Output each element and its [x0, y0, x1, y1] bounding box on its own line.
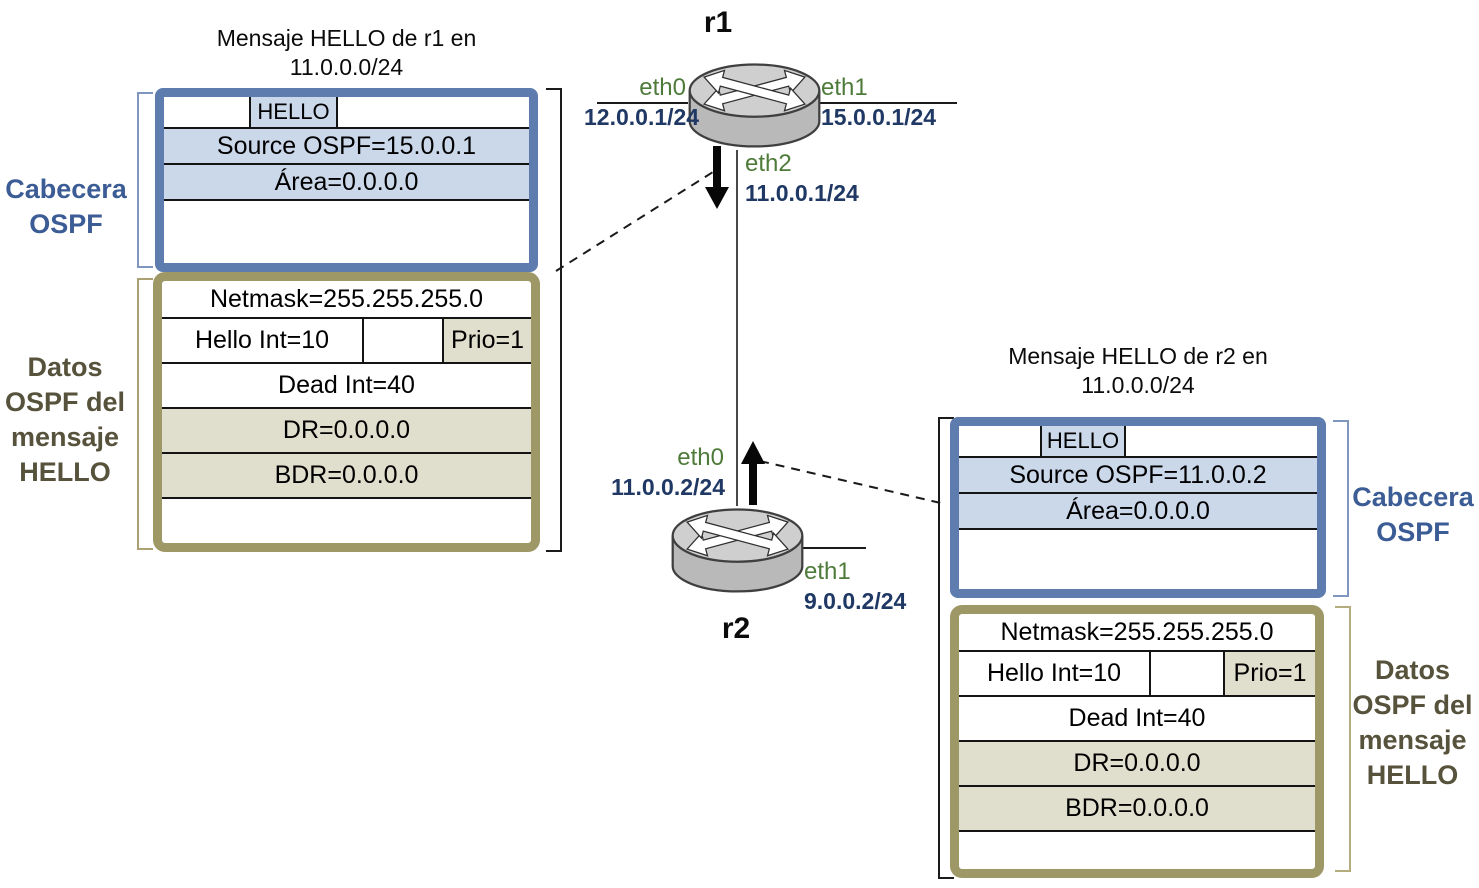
left-cabecera-label: Cabecera OSPF — [5, 174, 127, 240]
router-r1-icon — [688, 63, 821, 148]
router-r2-label: r2 — [721, 612, 751, 645]
right-message-bracket — [938, 417, 954, 879]
left-bdr-row: BDR=0.0.0.0 — [162, 452, 531, 497]
right-body-empty-row — [959, 830, 1315, 869]
right-message-title-line2: 11.0.0.0/24 — [1081, 371, 1195, 398]
right-bdr-row: BDR=0.0.0.0 — [959, 785, 1315, 830]
r1-eth2-label: eth2 — [745, 150, 792, 177]
callout-dashed-right — [759, 460, 946, 505]
left-hello-type-row: HELLO — [164, 97, 529, 127]
left-ospf-header-table: HELLO Source OSPF=15.0.0.1 Área=0.0.0.0 — [155, 88, 538, 272]
right-ospf-header-table: HELLO Source OSPF=11.0.0.2 Área=0.0.0.0 — [950, 417, 1326, 598]
right-hello-int-cell: Hello Int=10 — [986, 659, 1122, 687]
right-netmask-row: Netmask=255.255.255.0 — [1000, 617, 1274, 646]
r1-eth1-ip-label: 15.0.0.1/24 — [821, 104, 937, 130]
right-hello-int-row: Hello Int=10 Prio=1 — [959, 650, 1315, 695]
left-area-row: Área=0.0.0.0 — [164, 163, 529, 199]
left-source-ospf-row: Source OSPF=15.0.0.1 — [164, 127, 529, 163]
right-datos-label: Datos OSPF del mensaje HELLO — [1352, 655, 1473, 791]
left-body-bracket — [137, 278, 153, 550]
right-message-title-line1: Mensaje HELLO de r2 en — [1008, 343, 1268, 369]
right-message-title: Mensaje HELLO de r2 en 11.0.0.0/24 — [950, 342, 1326, 400]
right-header-empty-row — [959, 528, 1317, 589]
r2-eth1-label: eth1 — [804, 558, 851, 585]
left-datos-label: Datos OSPF del mensaje HELLO — [4, 352, 126, 488]
left-hello-int-cell: Hello Int=10 — [194, 326, 330, 354]
router-r2-icon — [671, 508, 804, 593]
left-message-title: Mensaje HELLO de r1 en 11.0.0.0/24 — [155, 24, 538, 82]
left-dead-int-row: Dead Int=40 — [162, 362, 531, 407]
r2-eth0-label: eth0 — [677, 444, 724, 471]
left-header-bracket — [137, 92, 153, 268]
r2-hello-arrow — [741, 441, 765, 505]
router-r1-label: r1 — [703, 6, 733, 39]
r2-eth1-ip-label: 9.0.0.2/24 — [804, 588, 907, 614]
right-ospf-data-table: Netmask=255.255.255.0 Hello Int=10 Prio=… — [950, 605, 1324, 878]
left-message-title-line2: 11.0.0.0/24 — [289, 53, 404, 80]
right-body-bracket — [1335, 606, 1351, 872]
left-prio-cell: Prio=1 — [444, 319, 531, 362]
left-hello-type-cell: HELLO — [249, 97, 338, 127]
right-source-ospf-row: Source OSPF=11.0.0.2 — [959, 456, 1317, 492]
r1-eth1-label: eth1 — [821, 74, 868, 101]
right-dr-row: DR=0.0.0.0 — [959, 740, 1315, 785]
left-message-title-line1: Mensaje HELLO de r1 en — [216, 25, 477, 51]
right-dead-int-row: Dead Int=40 — [959, 695, 1315, 740]
r1-eth2-ip-label: 11.0.0.1/24 — [745, 180, 859, 206]
r1-hello-arrow — [705, 146, 729, 209]
left-header-empty-row — [164, 199, 529, 263]
right-hello-type-row: HELLO — [959, 426, 1317, 456]
left-hello-int-row: Hello Int=10 Prio=1 — [162, 317, 531, 362]
right-hello-type-cell: HELLO — [1040, 426, 1126, 456]
left-dr-row: DR=0.0.0.0 — [162, 407, 531, 452]
right-reserved-cell — [1149, 652, 1225, 695]
right-prio-cell: Prio=1 — [1225, 652, 1315, 695]
left-netmask-row: Netmask=255.255.255.0 — [209, 284, 484, 313]
right-header-bracket — [1333, 420, 1349, 597]
r2-eth0-ip-label: 11.0.0.2/24 — [611, 474, 725, 500]
left-message-bracket — [546, 88, 562, 552]
r1-eth0-label: eth0 — [639, 74, 686, 101]
left-reserved-cell — [362, 319, 444, 362]
left-ospf-data-table: Netmask=255.255.255.0 Hello Int=10 Prio=… — [153, 272, 540, 552]
r1-eth0-ip-label: 12.0.0.1/24 — [584, 104, 700, 130]
right-area-row: Área=0.0.0.0 — [959, 492, 1317, 528]
callout-dashed-left — [555, 171, 714, 272]
right-cabecera-label: Cabecera OSPF — [1352, 482, 1474, 548]
left-body-empty-row — [162, 497, 531, 543]
